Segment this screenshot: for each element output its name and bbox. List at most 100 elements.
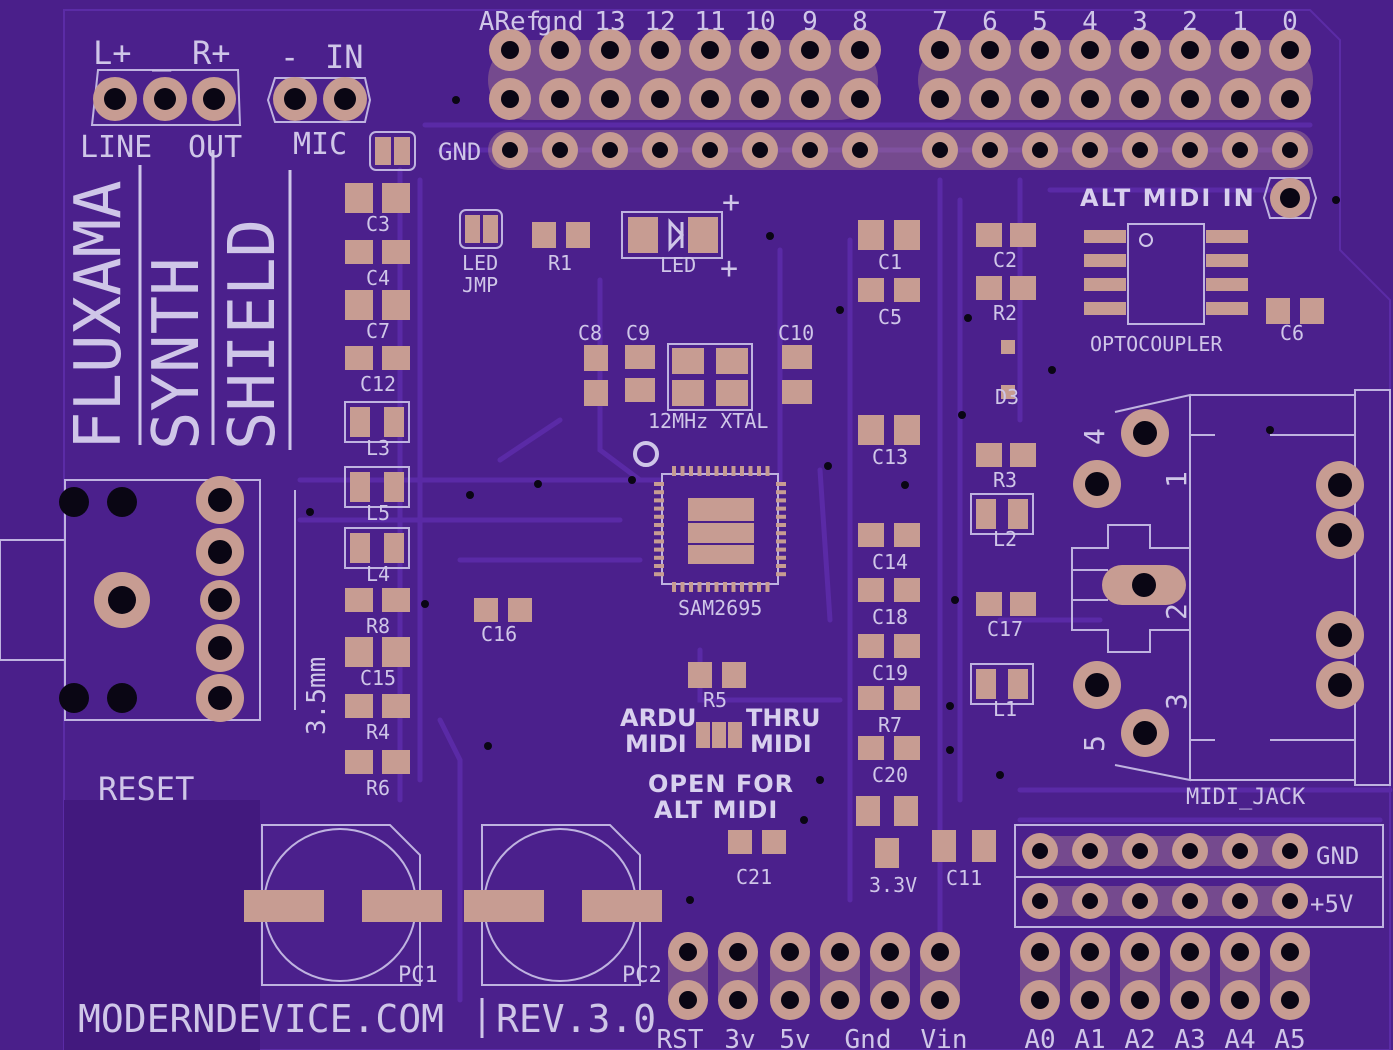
digital-pin-top-9-hole [981,41,999,59]
chip-pin-bottom-3 [697,582,702,592]
analog-pin-top-2-hole [1131,943,1149,961]
chip-label: SAM2695 [678,596,762,620]
smd-pad-a-c5 [858,278,884,302]
open-alt-label-1: OPEN FOR [648,770,794,798]
digital-pin-top-6-hole [801,41,819,59]
digital-pin-label-7: 8 [852,7,868,37]
digital-pin-top-2-hole [601,41,619,59]
c8-label: C8 [578,321,602,345]
r3-label: R3 [993,468,1017,492]
smd-pad-b-c1 [894,220,920,250]
chip-pin-bottom-7 [731,582,736,592]
title-vertical: FLUXAMA SYNTH SHIELD [62,150,292,450]
smd-pad-a-r3 [976,443,1002,467]
analog-pin-top-5-hole [1281,943,1299,961]
inductor-outline-l2 [970,493,1034,535]
c10-label: C10 [778,321,814,345]
digital-pin-top-15-hole [1281,41,1299,59]
inductor-pad-b-l5 [384,472,404,502]
digital-pin-label-2: 13 [594,7,625,37]
thru-midi-label-2: MIDI [750,730,812,758]
gnd-row-pin-1-hole [552,142,568,158]
smd-pad-b-r4 [382,694,410,718]
plus5v-pin-1-hole [1082,893,1098,909]
midi-pin-2: 2 [1160,603,1193,620]
midi-pin-3: 3 [1160,693,1193,710]
digital-pin-bottom-11-hole [1081,90,1099,108]
chip-pin-left-0 [654,482,664,486]
alt-midi-in-pad [1262,177,1318,219]
smd-pad-b-r7 [894,686,920,710]
optocoupler [1084,223,1324,325]
power-pin-label-0: RST [657,1025,704,1050]
plus5v-pin-0-hole [1032,893,1048,909]
digital-pin-top-12-hole [1131,41,1149,59]
gnd-row-pin-10-hole [1032,142,1048,158]
power-pin-label-3: Gnd [845,1025,892,1050]
analog-pin-top-0-hole [1031,943,1049,961]
r7-label: R7 [878,713,902,737]
gnd-row-pin-11-hole [1082,142,1098,158]
smd-pad-a-c12 [345,346,373,370]
chip-pin-top-7 [731,466,736,476]
digital-pin-bottom-9-hole [981,90,999,108]
chip-pin-bottom-10 [757,582,761,592]
digital-pin-label-12: 3 [1132,7,1148,37]
gnd-row-pin-5-hole [752,142,768,158]
c19-label: C19 [872,661,908,685]
digital-pin-top-7-hole [851,41,869,59]
inductor-pad-b-l3 [384,407,404,437]
line-out-connector [90,69,242,126]
smd-pad-a-c18 [858,578,884,602]
power-pin-bottom-3-hole [831,991,849,1009]
digital-pin-bottom-4-hole [701,90,719,108]
c6-label: C6 [1280,321,1304,345]
digital-pin-bottom-13-hole [1181,90,1199,108]
chip-pin-right-5 [776,523,786,527]
chip-pin-right-9 [776,555,786,560]
l1-label: L1 [993,697,1017,721]
gnd-right-label: GND [1316,842,1359,870]
mic-connector [266,77,372,123]
digital-pin-bottom-5-hole [751,90,769,108]
chip-pin-bottom-1 [680,582,685,592]
digital-pin-top-11-hole [1081,41,1099,59]
chip-pin-right-8 [776,547,786,552]
chip-pin-right-4 [776,514,786,519]
power-pin-bottom-1-hole [729,991,747,1009]
digital-pin-top-3-hole [651,41,669,59]
chip-pin-top-11 [765,466,770,476]
midi-jack-label: MIDI_JACK [1186,785,1306,810]
smd-pad-a-r8 [345,588,373,612]
smd-pad-a-c2 [976,223,1002,247]
chip-pin-right-7 [776,539,786,544]
gnd-row-pin-15-hole [1282,142,1298,158]
chip-pin-right-1 [776,490,786,495]
digital-pin-label-4: 11 [694,7,725,37]
analog-header [1020,932,1310,1020]
power-pin-label-1: 3v [724,1025,755,1050]
d3-label: D3 [995,385,1019,409]
gnd-right-pin-5-hole [1282,843,1298,859]
smd-pad-b-c17 [1010,592,1036,616]
c13-label: C13 [872,445,908,469]
traces [297,122,1393,1003]
smd-pad-a-c20 [858,736,884,760]
chip-pin-bottom-2 [689,582,693,592]
alt-midi-in-label: ALT MIDI IN [1080,184,1256,212]
smd-pad-b-c7 [382,290,410,320]
led-jmp-label-2: JMP [462,273,498,297]
jack-35-label: 3.5mm [302,657,332,735]
smd-pad-b-c20 [894,736,920,760]
digital-pin-label-5: 10 [744,7,775,37]
power-pin-label-4: Vin [921,1025,968,1050]
chip-pin-top-3 [697,466,702,476]
smd-pad-a-c14 [858,523,884,547]
chip-pin-left-4 [654,514,664,519]
digital-pin-top-10-hole [1031,41,1049,59]
chip-pin-bottom-9 [748,582,753,592]
